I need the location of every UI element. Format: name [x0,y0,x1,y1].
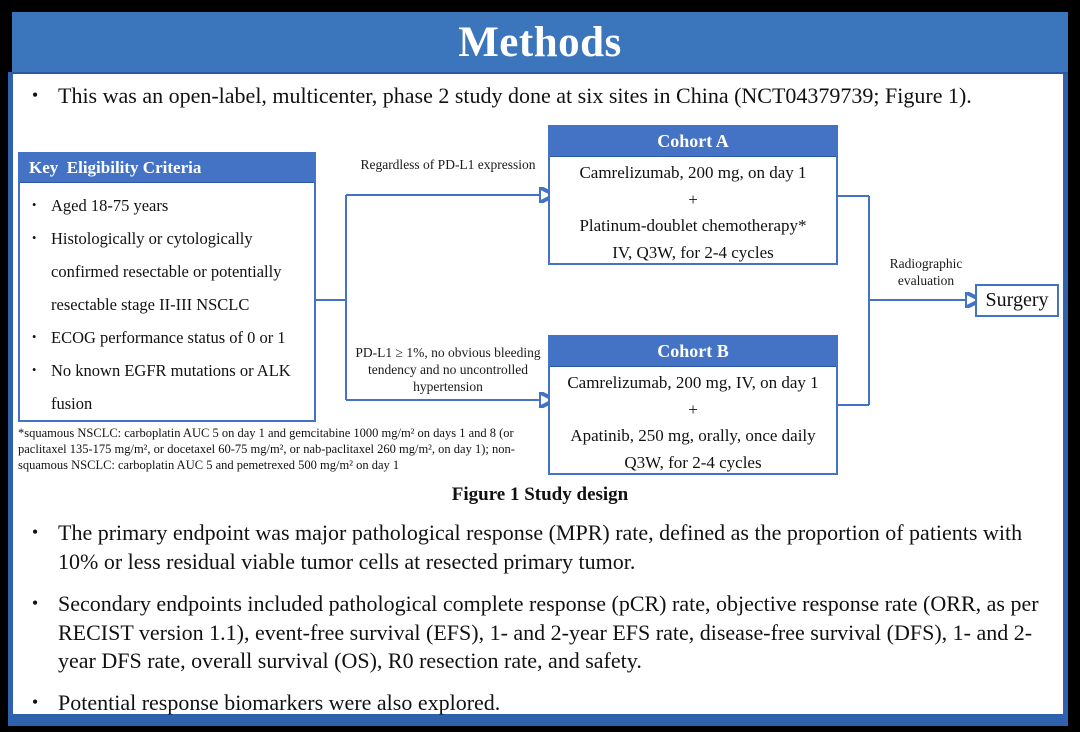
cohort-a-box: Cohort A Camrelizumab, 200 mg, on day 1 … [548,125,838,265]
eligibility-list: Aged 18-75 years Histologically or cytol… [20,189,314,420]
cohort-b-body: Camrelizumab, 200 mg, IV, on day 1 + Apa… [550,367,836,476]
eligibility-item: Aged 18-75 years [30,189,310,222]
branch-label-bottom: PD-L1 ≥ 1%, no obvious bleeding tendency… [355,345,541,394]
endpoint-bullet-secondary: Secondary endpoints included pathologica… [30,589,1044,676]
chemotherapy-footnote: *squamous NSCLC: carboplatin AUC 5 on da… [18,426,515,472]
branch-label-top: Regardless of PD-L1 expression [360,157,536,172]
eligibility-item: ECOG performance status of 0 or 1 [30,321,310,354]
cohort-b-line: + [688,399,698,419]
cohort-b-line: Q3W, for 2-4 cycles [624,452,762,472]
cohort-b-line: Camrelizumab, 200 mg, IV, on day 1 [567,373,819,392]
radiographic-evaluation-label: Radiographic evaluation [889,256,963,288]
eligibility-criteria-box: Key Eligibility Criteria Aged 18-75 year… [18,152,316,422]
cohort-a-line: Camrelizumab, 200 mg, on day 1 [579,163,807,182]
cohort-a-line: Platinum-doublet chemotherapy* [579,216,807,235]
cohort-a-body: Camrelizumab, 200 mg, on day 1 + Platinu… [550,157,836,266]
title-banner: Methods [12,12,1068,74]
figure-caption: Figure 1 Study design [451,484,629,505]
cohort-a-header: Cohort A [550,127,836,157]
cohort-a-line: + [688,189,698,209]
cohort-b-box: Cohort B Camrelizumab, 200 mg, IV, on da… [548,335,838,475]
biomarker-bullet: Potential response biomarkers were also … [30,688,1044,718]
eligibility-header: Key Eligibility Criteria [20,154,314,183]
cohort-b-line: Apatinib, 250 mg, orally, once daily [570,426,816,445]
page-title: Methods [458,18,622,66]
cohort-a-line: IV, Q3W, for 2-4 cycles [612,242,774,262]
cohort-b-header: Cohort B [550,337,836,367]
eligibility-item: Histologically or cytologically confirme… [30,222,310,321]
surgery-box: Surgery [975,284,1059,317]
eligibility-item: No known EGFR mutations or ALK fusion [30,354,310,420]
intro-bullet: This was an open-label, multicenter, pha… [30,81,1044,111]
endpoint-bullet-primary: The primary endpoint was major pathologi… [30,518,1044,576]
